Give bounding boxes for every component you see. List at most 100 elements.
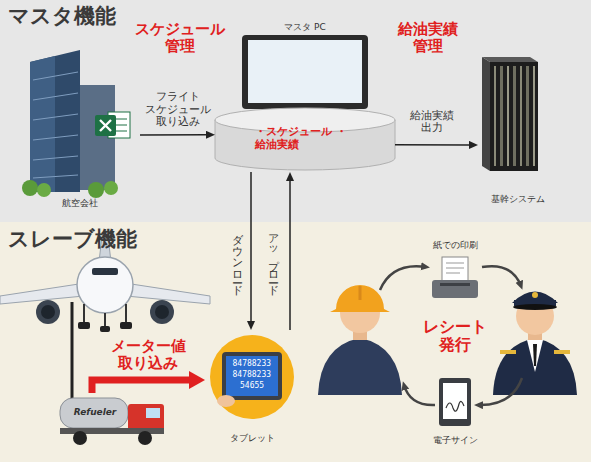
airline-building-part — [33, 72, 78, 80]
airline-building-part — [33, 114, 78, 120]
database-cylinder — [215, 108, 395, 170]
node-text: タブレット — [205, 433, 300, 443]
edge-label: フライト スケジュール 取り込み — [142, 91, 214, 129]
server-rack-part — [490, 62, 538, 171]
airline-node: 航空会社 — [20, 55, 140, 215]
airline-building-part — [22, 180, 38, 196]
worker-figure-part — [359, 286, 362, 300]
slave-band: スレーブ機能 Refueler タブレット 紙での印刷電子サイン — [0, 222, 591, 462]
function-heading: 給油実績 管理 — [395, 21, 461, 56]
core-system-node: 基幹システム — [478, 55, 558, 210]
refueler-truck-part — [73, 431, 87, 445]
excel-icon-part — [95, 115, 116, 136]
airplane-part — [120, 322, 132, 329]
server-rack-part — [513, 66, 516, 166]
monitor-part — [248, 40, 362, 103]
printer-icon-part — [442, 257, 468, 284]
airplane-part — [77, 257, 133, 313]
printer-icon-part — [446, 268, 464, 269]
function-heading: スケジュール 管理 — [132, 21, 228, 56]
master-band: マスタ機能航空会社マスタ PC・スケジュール ・給油実績基幹システム — [0, 0, 591, 222]
edge-label: ダウンロード — [231, 226, 244, 290]
refueler-truck-part — [138, 431, 152, 445]
monitor-part — [242, 35, 368, 109]
pilot-figure-part — [513, 304, 557, 310]
node-text: 基幹システム — [478, 194, 558, 204]
signature-pad-part — [439, 378, 471, 426]
node-text: 紙での印刷 — [410, 240, 500, 250]
screen-digits: 84788233 — [233, 359, 272, 368]
master-pc-node: マスタ PC — [240, 20, 370, 110]
database-node: ・スケジュール ・給油実績 — [215, 110, 395, 172]
airplane-part — [125, 304, 127, 324]
airplane-part — [92, 268, 118, 275]
excel-icon — [95, 112, 130, 138]
printer-icon-part — [446, 273, 460, 274]
excel-icon-part — [100, 120, 111, 131]
server-rack — [482, 57, 538, 171]
monitor — [242, 35, 368, 115]
refueler-truck-part — [146, 408, 160, 418]
airplane-part — [100, 326, 110, 332]
airplane-part — [36, 300, 60, 324]
airline-building-part — [88, 182, 104, 198]
airline-building-part — [104, 181, 118, 195]
edge-label: メーター値 取り込み — [106, 338, 190, 373]
airline-building-part — [33, 135, 78, 140]
server-rack-part — [494, 66, 496, 166]
receipt-heading: レシート 発行 — [419, 318, 491, 355]
refueler-truck-part — [128, 404, 164, 432]
pilot-figure-part — [532, 292, 538, 298]
pilot-figure-part — [554, 350, 570, 354]
refueler-truck-part — [60, 398, 128, 428]
server-rack-part — [507, 66, 509, 166]
node-text: 電子サイン — [410, 435, 500, 445]
server-rack-part — [526, 66, 529, 166]
pilot-figure-part — [527, 340, 543, 372]
airline-building-part — [30, 50, 80, 192]
node-text: Refueler — [62, 407, 128, 417]
signature-pad — [439, 378, 471, 426]
refueler-node: Refueler — [58, 393, 168, 446]
airplane-part — [83, 304, 85, 324]
server-rack-part — [482, 57, 538, 62]
tablet-icon-part — [217, 395, 235, 407]
pilot-figure-part — [500, 350, 516, 354]
airplane-part — [155, 305, 169, 319]
airline-building-part — [33, 175, 78, 178]
node-text: ・スケジュール ・給油実績 — [255, 126, 350, 151]
tablet-icon — [210, 335, 294, 419]
printer-icon-part — [440, 283, 470, 286]
pilot-figure-part — [533, 344, 537, 366]
airplane-part — [104, 313, 106, 328]
signature-pad-part — [443, 383, 467, 419]
server-rack-part — [533, 66, 535, 166]
airplane-part — [150, 300, 174, 324]
fuel-hose — [72, 302, 73, 398]
printer-node: 紙での印刷 — [410, 240, 500, 306]
airline-building-part — [33, 93, 78, 100]
tablet-icon-part — [226, 356, 278, 396]
server-rack-part — [482, 57, 490, 171]
signature-pad-part — [446, 401, 464, 411]
signature-node: 電子サイン — [410, 372, 500, 450]
node-text: マスタ PC — [240, 22, 370, 32]
screen-digits: 54655 — [240, 381, 264, 390]
fuel-hose-part — [71, 302, 74, 398]
edge-label: アップロード — [267, 226, 280, 290]
airline-building-part — [33, 156, 78, 160]
airline-building-part — [37, 183, 51, 197]
screen-digits: 84788233 — [233, 370, 272, 379]
node-text: スレーブ機能 — [8, 227, 178, 251]
server-rack-part — [520, 66, 522, 166]
edge-label: 給油実績 出力 — [406, 110, 458, 135]
tablet-icon-part — [210, 335, 294, 419]
tablet-icon-part — [222, 352, 282, 400]
printer-icon-part — [446, 263, 464, 264]
server-rack-part — [500, 66, 503, 166]
airplane-part — [41, 305, 55, 319]
airplane-part — [78, 322, 90, 329]
printer-icon-part — [432, 280, 478, 298]
node-text: 航空会社 — [20, 198, 140, 208]
